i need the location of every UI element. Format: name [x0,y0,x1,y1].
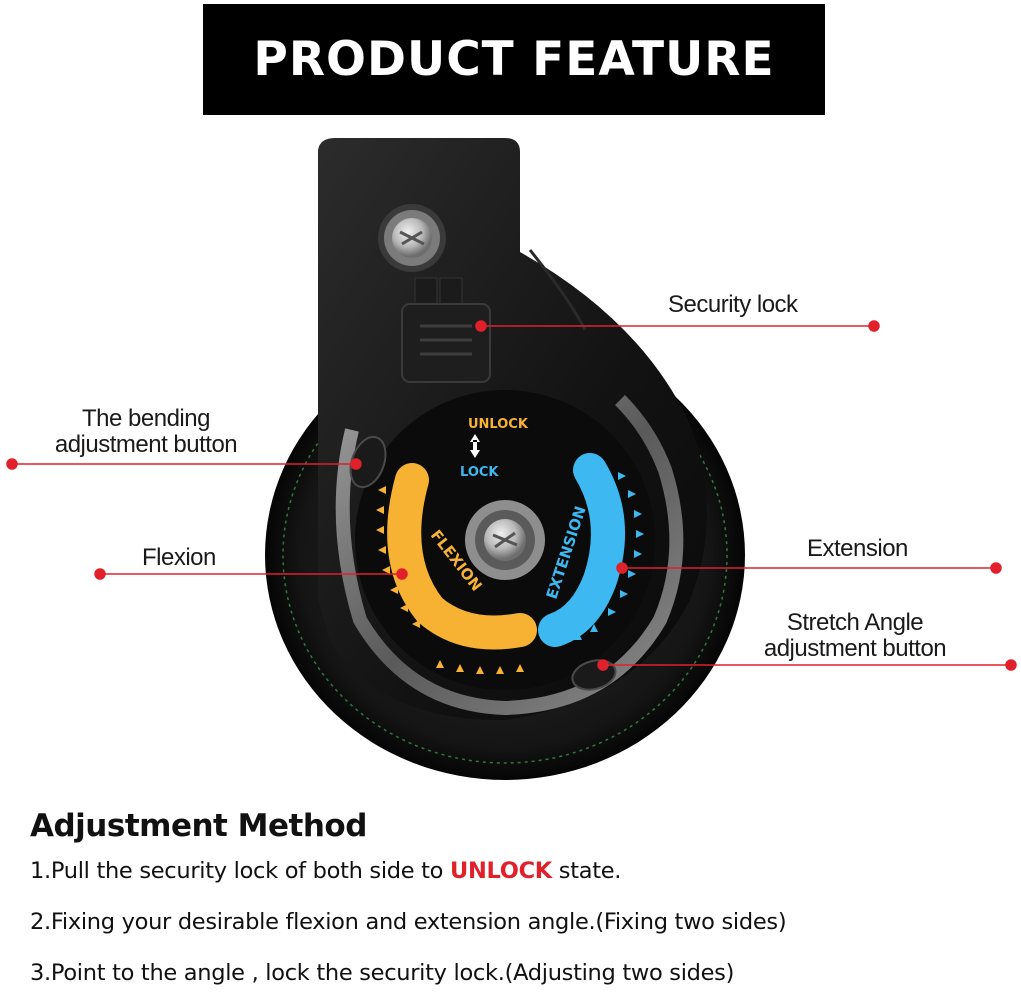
label-extension: Extension [807,535,908,562]
unlock-lock-arrow-icon [470,434,480,458]
step1-suffix: state. [551,858,622,884]
label-flexion: Flexion [142,544,216,571]
label-security-lock: Security lock [668,291,798,318]
label-bending-line2: adjustment button [54,431,238,458]
extension-arc [538,453,625,647]
label-stretch-adjustment: Stretch Angle adjustment button [752,610,958,662]
step1-prefix: 1.Pull the security lock of both side to [30,858,451,884]
flexion-arc [387,463,537,650]
method-step-3: 3.Point to the angle , lock the security… [30,960,735,986]
label-stretch-line1: Stretch Angle [786,609,924,636]
top-screw-icon [378,204,446,272]
method-step-2: 2.Fixing your desirable flexion and exte… [30,909,787,935]
label-stretch-line2: adjustment button [763,635,947,662]
dial-lock-text: LOCK [460,465,499,480]
security-lock-slider [401,277,491,383]
product-feature-banner: PRODUCT FEATURE [203,4,825,115]
bending-adjustment-button [349,435,387,489]
method-step-1: 1.Pull the security lock of both side to… [30,858,621,884]
hinge-device-illustration: UNLOCK LOCK FLEXION EXTENSION [6,138,1017,780]
dial-unlock-text: UNLOCK [468,417,529,432]
banner-title: PRODUCT FEATURE [253,32,775,87]
step1-highlight: UNLOCK [450,858,552,884]
angle-dial: UNLOCK LOCK FLEXION EXTENSION [355,390,655,690]
method-title: Adjustment Method [30,808,367,844]
label-bending-adjustment: The bending adjustment button [36,406,256,458]
label-bending-line1: The bending [82,405,210,432]
callout-lines [6,320,1017,671]
